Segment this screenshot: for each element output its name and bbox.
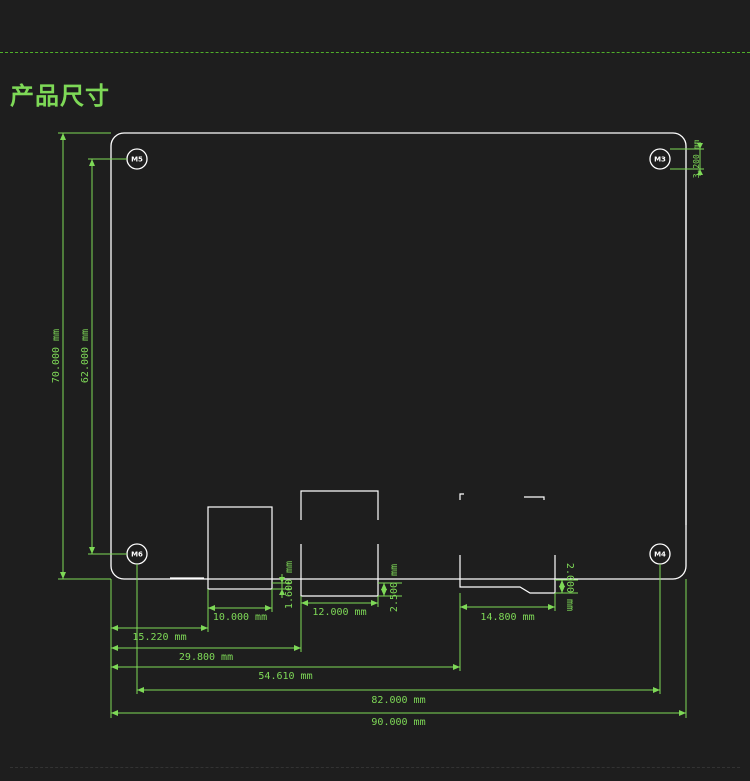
dim-port2-offset: 29.800 mm [111, 645, 301, 663]
dim-hole-span-y-label: 62.000 mm [80, 329, 91, 383]
port-2-outline-bottom [300, 544, 379, 597]
dim-port2-protrusion-label: 2.500 mm [389, 564, 400, 612]
dim-total-width: 90.000 mm [111, 710, 686, 728]
top-divider [0, 52, 750, 53]
hole-m4: M4 [649, 543, 671, 565]
dim-port1-offset: 15.220 mm [111, 625, 208, 643]
dim-port1-width-label: 10.000 mm [213, 612, 267, 623]
dim-port1-protrusion-label: 1.600 mm [284, 561, 295, 609]
dim-hole-span-x: 82.000 mm [137, 687, 660, 706]
page-title: 产品尺寸 [10, 82, 110, 110]
dim-total-width-label: 90.000 mm [371, 717, 425, 728]
dim-total-height: 70.000 mm [51, 133, 66, 579]
dim-hole-offset-label: 3.200 mm [692, 140, 701, 179]
dim-hole-offset: 3.200 mm [692, 140, 703, 179]
dim-port1-protrusion: 1.600 mm [279, 561, 295, 609]
dim-total-height-label: 70.000 mm [51, 329, 62, 383]
extension-lines [58, 132, 704, 718]
dim-port3-width: 14.800 mm [460, 604, 555, 623]
port-2-outline-top [300, 490, 379, 520]
port-3-corner-left [459, 493, 464, 500]
bottom-divider [10, 767, 740, 768]
dim-port2-protrusion: 2.500 mm [381, 564, 400, 612]
dim-port3-offset-label: 54.610 mm [258, 671, 312, 682]
board-outline [110, 132, 687, 580]
dim-hole-span-y: 62.000 mm [80, 159, 95, 554]
dim-port3-protrusion: 2.000 mm [559, 563, 575, 611]
dim-port2-width: 12.000 mm [301, 600, 378, 618]
hole-m5-label: M5 [131, 156, 143, 164]
dim-port3-offset: 54.610 mm [111, 664, 460, 682]
hole-m6: M6 [126, 543, 148, 565]
hole-m6-label: M6 [131, 551, 143, 559]
dim-port2-width-label: 12.000 mm [312, 607, 366, 618]
hole-m4-label: M4 [654, 551, 666, 559]
dim-port1-width: 10.000 mm [208, 605, 272, 623]
hole-m5: M5 [126, 148, 148, 170]
port-3-outline-bottom [459, 555, 556, 594]
hole-m3-label: M3 [654, 156, 666, 164]
dim-port3-protrusion-label: 2.000 mm [564, 563, 575, 611]
hole-m3: M3 [649, 148, 671, 170]
dim-port2-offset-label: 29.800 mm [179, 652, 233, 663]
port-3-corner-right [524, 496, 545, 500]
port-1-outline [207, 506, 273, 590]
dim-port3-width-label: 14.800 mm [480, 612, 534, 623]
dim-hole-span-x-label: 82.000 mm [371, 695, 425, 706]
dim-port1-offset-label: 15.220 mm [132, 632, 186, 643]
